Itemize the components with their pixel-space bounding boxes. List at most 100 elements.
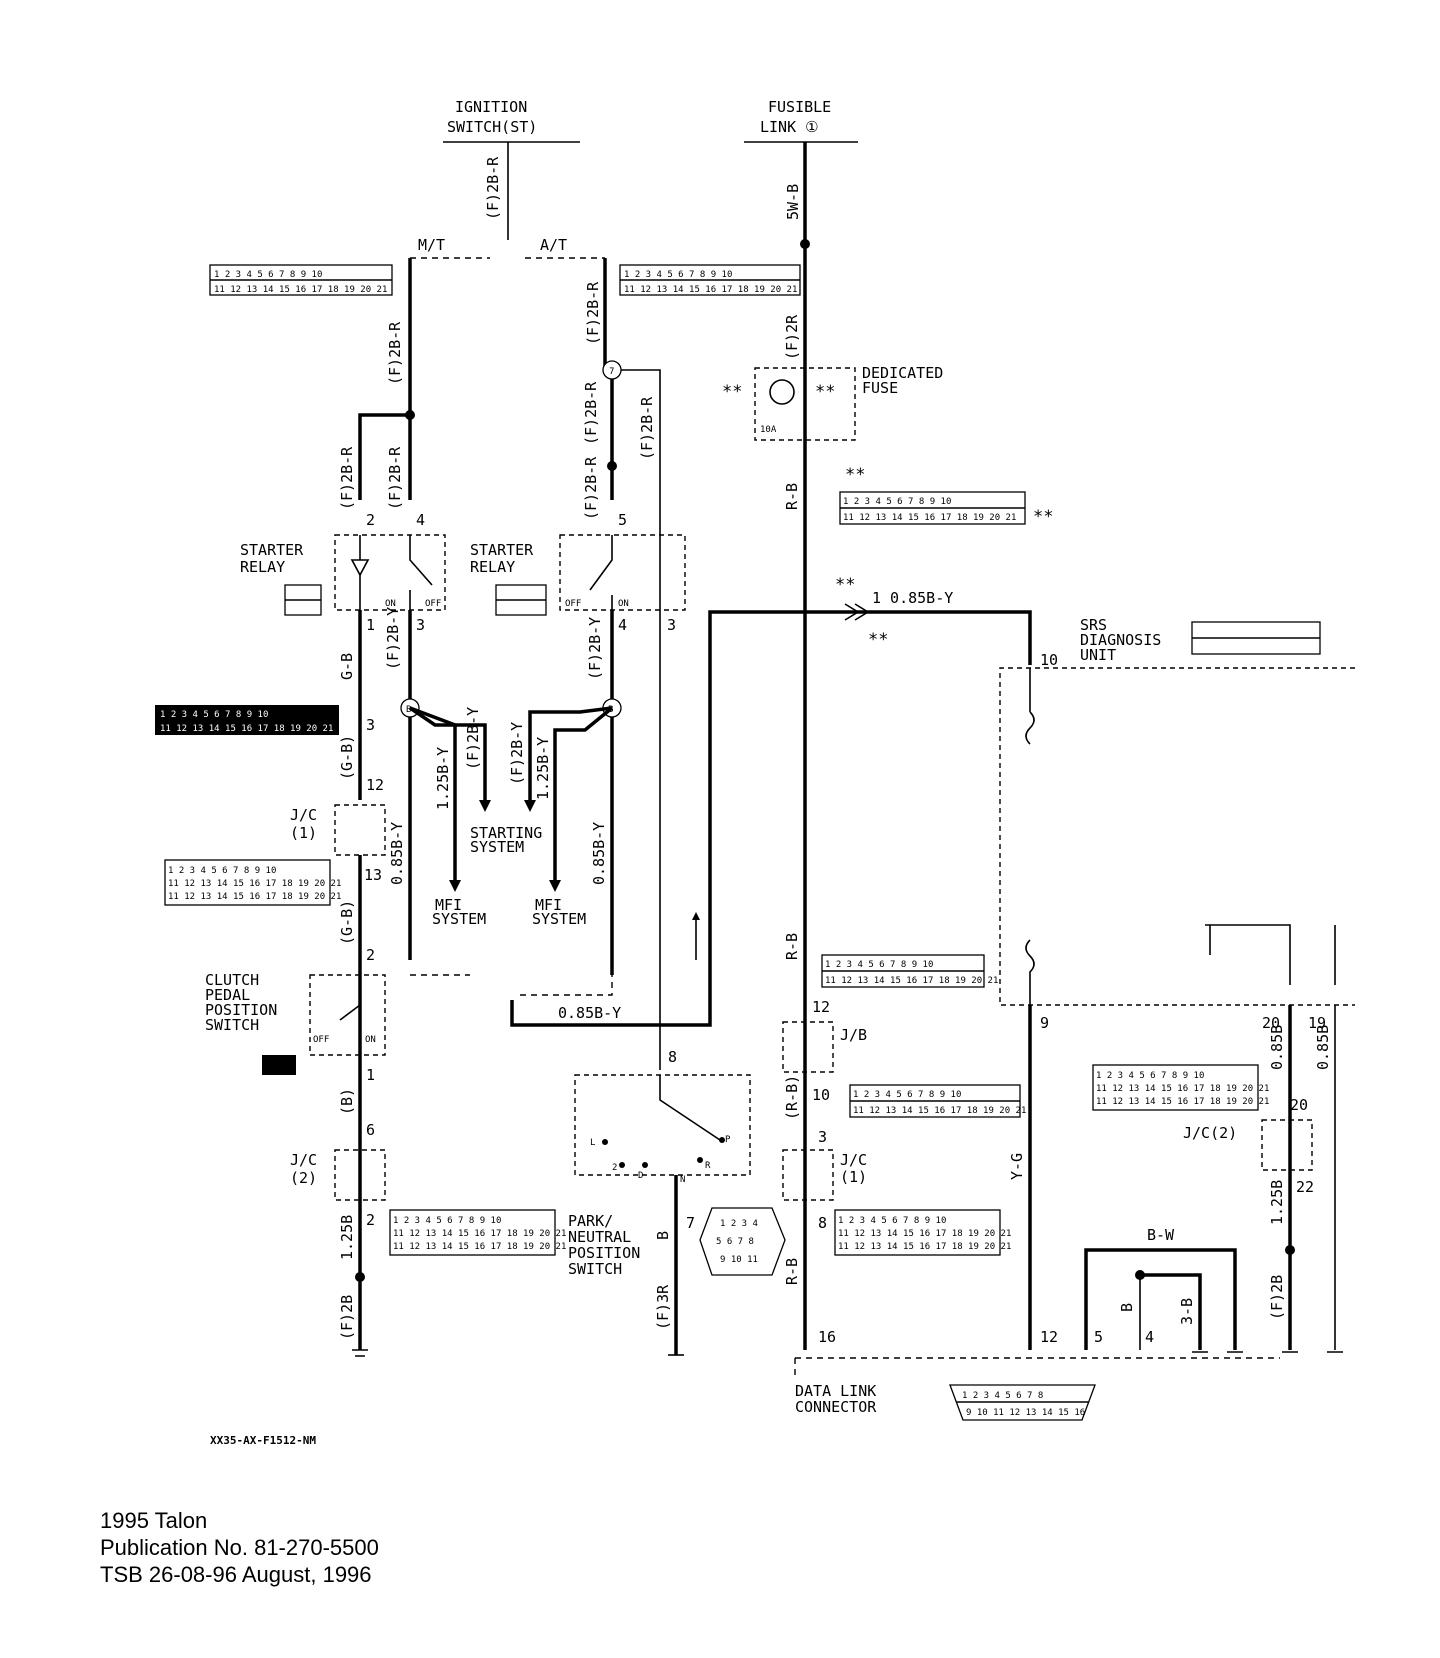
connector-icon: 1 2 3 4 5 6 7 8 9 10 11 12 13 14 15 16 1… — [155, 705, 339, 735]
wire-b-short: B — [1118, 1303, 1136, 1312]
relay-at-off-label: OFF — [565, 599, 581, 609]
svg-text:11 12 13 14 15 16 17 18 19 20: 11 12 13 14 15 16 17 18 19 20 21 — [214, 285, 387, 295]
starter-relay-label-at-2: RELAY — [470, 558, 515, 576]
pos-n: N — [680, 1175, 685, 1185]
svg-text:1 2 3 4: 1 2 3 4 — [720, 1219, 758, 1229]
wire-bw: B-W — [1147, 1226, 1175, 1244]
connector-icon — [1191, 621, 1321, 655]
wire-125by: 1.25B-Y — [434, 747, 452, 810]
park-label: PARK/ — [568, 1212, 613, 1230]
pos-d: D — [638, 1171, 643, 1181]
relay-on-label: ON — [385, 599, 396, 609]
pos-l: L — [590, 1138, 595, 1148]
svg-text:1 2 3 4 5 6 7 8 9 10: 1 2 3 4 5 6 7 8 9 10 — [160, 710, 268, 720]
wiring-diagram: IGNITION SWITCH(ST) FUSIBLE LINK ① (F)2B… — [155, 98, 1355, 1447]
wire-f2b-right: (F)2B — [1268, 1275, 1286, 1320]
svg-text:11 12 13 14 15 16 17 18 19 20: 11 12 13 14 15 16 17 18 19 20 21 — [393, 1229, 566, 1239]
pin-4b: 4 — [618, 616, 627, 634]
pin-12: 12 — [366, 776, 384, 794]
wire-085by-horizontal: 1 0.85B-Y — [872, 589, 953, 607]
pin-3c: 3 — [667, 616, 676, 634]
jc1-right-label: J/C — [840, 1151, 867, 1169]
svg-text:1 2 3 4 5 6 7 8 9 10: 1 2 3 4 5 6 7 8 9 10 — [624, 270, 732, 280]
wire-f2br-mt-3: (F)2B-R — [386, 446, 404, 510]
wire-rb-mid: R-B — [783, 933, 801, 960]
svg-text:1 2 3 4 5 6 7 8 9 10: 1 2 3 4 5 6 7 8 9 10 — [853, 1090, 961, 1100]
connector-icon: 1 2 3 4 5 6 7 8 9 10 11 12 13 14 15 16 1… — [849, 1084, 1026, 1118]
stars-fuse-right: ** — [815, 382, 835, 402]
svg-text:11 12 13 14 15 16 17 18 19 20: 11 12 13 14 15 16 17 18 19 20 21 — [168, 879, 341, 889]
park-label-3: POSITION — [568, 1244, 640, 1262]
pin-6: 6 — [366, 1121, 375, 1139]
wire-f2by-at: (F)2B-Y — [586, 617, 604, 680]
wire-125b-right: 1.25B — [1268, 1180, 1286, 1225]
srs-label: SRS — [1080, 616, 1107, 634]
svg-text:1 2 3 4 5 6 7 8 9 10: 1 2 3 4 5 6 7 8 9 10 — [825, 960, 933, 970]
wire-f2br-at-3: (F)2B-R — [582, 456, 600, 520]
park-label-2: NEUTRAL — [568, 1228, 631, 1246]
pin-2c: 2 — [366, 1211, 375, 1229]
wire-gb-paren: (G-B) — [338, 735, 356, 780]
pin-7: 7 — [686, 1214, 695, 1232]
wire-3b: 3-B — [1178, 1298, 1196, 1325]
dedicated-fuse-label-2: FUSE — [862, 379, 898, 397]
wire-5wb: 5W-B — [784, 184, 802, 220]
dlc-label: DATA LINK — [795, 1382, 876, 1400]
svg-text:11 12 13 14 15 16 17 18 19 20: 11 12 13 14 15 16 17 18 19 20 21 — [853, 1106, 1026, 1116]
svg-text:9 10 11: 9 10 11 — [720, 1255, 758, 1265]
jc1-label: J/C — [290, 806, 317, 824]
connector-icon: 1 2 3 4 5 6 7 8 9 10 11 12 13 14 15 16 1… — [821, 954, 998, 988]
wire-f2br-mt: (F)2B-R — [386, 321, 404, 385]
wire-f2br-at-4: (F)2B-R — [638, 396, 656, 460]
publication-number: Publication No. 81-270-5500 — [100, 1535, 379, 1560]
fusible-link-label-2: LINK ① — [760, 118, 819, 136]
connector-icon: 1 2 3 4 5 6 7 8 9 10 11 12 13 14 15 16 1… — [164, 859, 341, 906]
junction-7: 7 — [609, 367, 614, 377]
wire-125b-left: 1.25B — [338, 1215, 356, 1260]
pin-12-jb: 12 — [812, 998, 830, 1016]
connector-icon: 1 2 3 4 5 6 7 8 9 10 11 12 13 14 15 16 — [949, 1384, 1096, 1421]
stars-fuse-left: ** — [722, 382, 742, 402]
wire-f2br-at: (F)2B-R — [584, 281, 602, 345]
dlc-label-2: CONNECTOR — [795, 1398, 877, 1416]
svg-text:11 12 13 14 15 16 17 18 19 20: 11 12 13 14 15 16 17 18 19 20 21 — [160, 724, 333, 734]
jc1-num: (1) — [290, 824, 317, 842]
stars-connector-2: ** — [1033, 507, 1053, 527]
wire-f2br-at-2: (F)2B-R — [582, 381, 600, 445]
wire-085by-bottom: 0.85B-Y — [558, 1004, 621, 1022]
starting-system-label-2: SYSTEM — [470, 838, 524, 856]
relay-at-on-label: ON — [618, 599, 629, 609]
svg-text:11 12 13 14 15 16 17 18 19 20: 11 12 13 14 15 16 17 18 19 20 21 — [168, 892, 341, 902]
wire-yg: Y-G — [1008, 1153, 1026, 1180]
svg-text:5 6 7 8: 5 6 7 8 — [716, 1237, 754, 1247]
mfi-label-at: MFI — [535, 896, 562, 914]
wire-b-park: B — [654, 1231, 672, 1240]
pin-9: 9 — [1040, 1014, 1049, 1032]
fusible-link-label: FUSIBLE — [768, 98, 831, 116]
starting-system-label: STARTING — [470, 824, 542, 842]
pin-20: 20 — [1262, 1014, 1280, 1032]
pin-16: 16 — [818, 1328, 836, 1346]
svg-text:1 2 3 4 5 6 7 8: 1 2 3 4 5 6 7 8 — [962, 1391, 1043, 1401]
connector-icon — [284, 584, 322, 616]
reference-code: XX35-AX-F1512-NM — [210, 1434, 316, 1447]
pin-3b: 3 — [366, 716, 375, 734]
stars-connector: ** — [845, 465, 865, 485]
wire-f2by-at-branch: (F)2B-Y — [508, 722, 526, 785]
mfi-label: MFI — [435, 896, 462, 914]
wire-125by-at: 1.25B-Y — [534, 737, 552, 800]
wire-f2br-top: (F)2B-R — [484, 156, 502, 220]
fuse-rating: 10A — [760, 425, 777, 435]
svg-text:11 12 13 14 15 16 17 18 19 20: 11 12 13 14 15 16 17 18 19 20 21 — [825, 976, 998, 986]
wire-085b-right: 0.85B — [1314, 1025, 1332, 1070]
tsb-label: TSB 26-08-96 August, 1996 — [100, 1562, 372, 1587]
dedicated-fuse-label: DEDICATED — [862, 364, 943, 382]
junction-b: B — [406, 705, 411, 715]
wire-b-paren: (B) — [338, 1088, 356, 1115]
connector-icon: 1 2 3 4 5 6 7 8 9 10 11 12 13 14 15 16 1… — [834, 1209, 1011, 1256]
wire-gb: G-B — [338, 653, 356, 680]
svg-text:9 10 11 12 13 14 15 16: 9 10 11 12 13 14 15 16 — [966, 1408, 1085, 1418]
pin-5: 5 — [618, 511, 627, 529]
wire-rb-lower: R-B — [783, 1258, 801, 1285]
svg-text:1 2 3 4 5 6 7 8 9 10: 1 2 3 4 5 6 7 8 9 10 — [168, 866, 276, 876]
